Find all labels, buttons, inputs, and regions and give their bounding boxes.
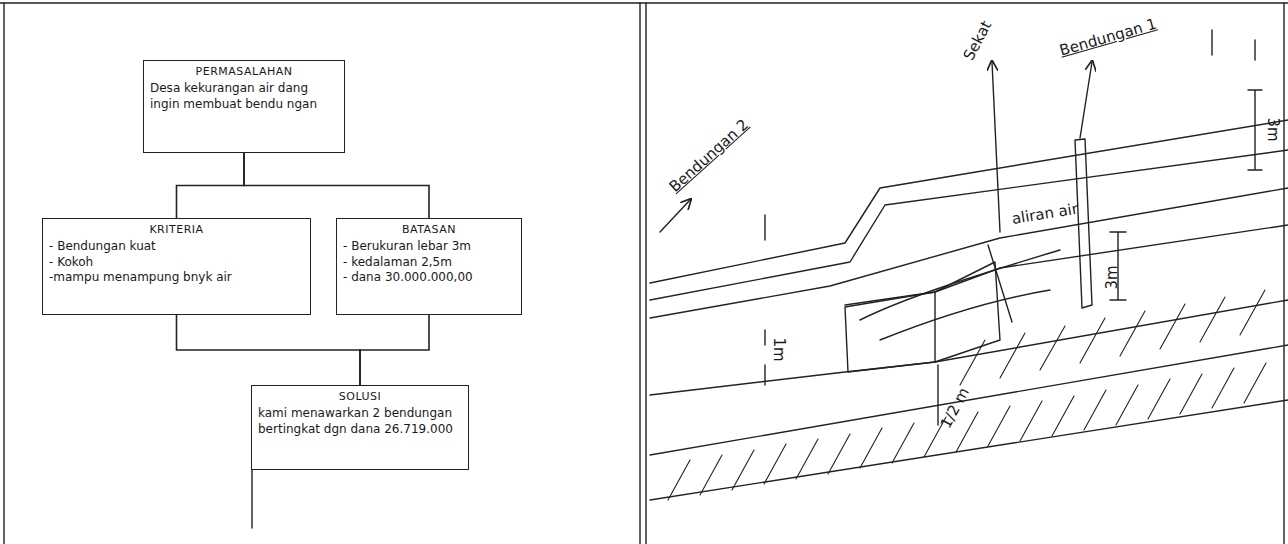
sketch-label: 3m [1265,118,1280,142]
leader-arrow [1080,62,1092,138]
frame-line [1283,3,1284,544]
sketch-label: 1/2 m [938,386,972,431]
dam-block [935,262,1000,362]
process-box: BATASAN - Berukuran lebar 3m- kedalaman 2… [336,218,522,315]
connector-line [360,315,429,385]
water-flow-line [880,290,1050,340]
box-text: - Kokoh [49,255,304,271]
box-heading: BATASAN [343,223,515,237]
box-text: - Bendungan kuat [49,239,304,255]
sketch-label: Bendungan 1 [1058,17,1158,59]
sketch-label: 1m [771,338,786,362]
dimension-line [764,215,765,385]
partition-line [988,245,1012,322]
connector-line [244,153,429,218]
connector-line [177,153,245,218]
connector-line [177,315,361,385]
dimension-line [1248,40,1262,170]
sketch-label: Sekat [961,19,994,63]
ground-line [650,345,1288,455]
box-tail-line [251,470,252,528]
frame-line [645,3,646,544]
leader-arrow [992,62,1000,232]
box-heading: KRITERIA [49,223,304,237]
frame-line [0,2,1288,3]
sketch-label: 3m [1105,265,1120,289]
box-heading: PERMASALAHAN [150,65,338,79]
box-heading: SOLUSI [258,390,462,404]
box-text: - kedalaman 2,5m [343,255,515,271]
dimension-line [1211,30,1212,55]
bank-line [650,120,1288,283]
sketch-label: Bendungan 2 [667,117,751,195]
box-text: kami menawarkan 2 bendungan bertingkat d… [258,406,462,437]
channel-line [845,225,1288,305]
process-box: KRITERIA - Bendungan kuat- Kokoh-mampu me… [42,218,311,315]
ground-line [650,400,1288,500]
box-text: Desa kekurangan air dang ingin membuat b… [150,81,338,112]
ground-hatching [668,290,1266,500]
process-box: SOLUSI kami menawarkan 2 bendungan bertin… [251,385,469,470]
bank-line [650,300,1288,395]
frame-line [639,3,640,544]
sketch-label: aliran air [1011,202,1079,227]
channel-line [650,188,1288,318]
box-text: - dana 30.000.000,00 [343,270,515,286]
box-text: - Berukuran lebar 3m [343,239,515,255]
frame-line [3,3,4,544]
dam-wall [1075,139,1092,308]
dimension-line [937,365,938,425]
box-text: -mampu menampung bnyk air [49,270,304,286]
leader-arrow [660,200,690,232]
water-flow-line [860,250,1060,320]
process-box: PERMASALAHAN Desa kekurangan air dang ing… [143,60,345,153]
dam-block [845,292,935,372]
